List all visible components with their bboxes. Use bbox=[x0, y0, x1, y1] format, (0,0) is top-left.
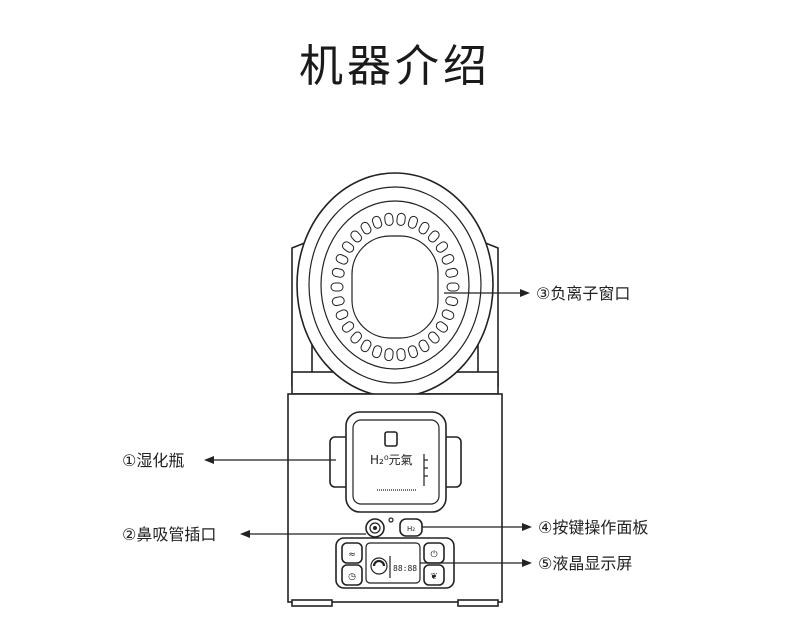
h2-button[interactable]: H₂ bbox=[399, 518, 423, 537]
ion-hole bbox=[441, 254, 455, 265]
ion-hole bbox=[331, 296, 345, 307]
ion-hole bbox=[418, 221, 430, 235]
ion-hole bbox=[446, 282, 460, 292]
ion-hole bbox=[371, 215, 383, 229]
ion-hole bbox=[335, 254, 349, 265]
nasal-tube-port[interactable] bbox=[365, 517, 394, 538]
ion-hole bbox=[330, 282, 344, 292]
page-title: 机器介绍 bbox=[299, 41, 491, 92]
clock-icon: ◷ bbox=[348, 572, 356, 582]
callout-nasal-tube-port: ②鼻吸管插口 bbox=[122, 525, 366, 544]
callout-label: ③负离子窗口 bbox=[536, 284, 630, 303]
mode-button[interactable] bbox=[341, 542, 363, 564]
callout-label: ①湿化瓶 bbox=[122, 451, 184, 470]
callout-humidifier-bottle: ①湿化瓶 bbox=[122, 451, 336, 470]
lcd-digits: 88:88 bbox=[393, 564, 417, 573]
callout-label: ②鼻吸管插口 bbox=[122, 525, 216, 544]
ion-hole bbox=[427, 331, 440, 344]
timer-button[interactable] bbox=[341, 564, 363, 586]
ion-hole bbox=[331, 267, 345, 278]
ion-hole bbox=[360, 221, 372, 235]
ion-hole bbox=[418, 339, 430, 353]
ion-hole bbox=[371, 345, 383, 359]
ion-hole bbox=[445, 267, 459, 278]
ion-hole bbox=[360, 339, 372, 353]
ion-hole-ring bbox=[330, 212, 460, 362]
ion-hole bbox=[384, 348, 394, 362]
ion-hole bbox=[341, 321, 355, 333]
ion-hole bbox=[350, 331, 363, 344]
callout-button-panel: ④按键操作面板 bbox=[422, 518, 648, 537]
callout-ion-window: ③负离子窗口 bbox=[444, 284, 630, 303]
svg-text:H₂: H₂ bbox=[407, 525, 415, 533]
ion-hole bbox=[350, 230, 363, 243]
leaf-button[interactable] bbox=[423, 564, 445, 586]
ion-hole bbox=[441, 309, 455, 320]
ion-hole bbox=[384, 212, 394, 226]
bottle-brand-text: H₂⁰元氣 bbox=[370, 453, 413, 467]
ion-hole bbox=[396, 348, 406, 362]
device-head bbox=[291, 172, 499, 398]
ion-hole bbox=[407, 345, 419, 359]
ion-hole bbox=[341, 241, 355, 253]
ion-hole bbox=[335, 309, 349, 320]
ion-hole bbox=[396, 212, 406, 226]
control-panel: ≈ ◷ ⏻ ❦ bbox=[335, 537, 455, 589]
ion-hole bbox=[435, 241, 449, 253]
ion-hole bbox=[407, 215, 419, 229]
callout-lcd-screen: ⑤液晶显示屏 bbox=[420, 554, 632, 573]
wave-icon: ≈ bbox=[348, 550, 356, 560]
callout-label: ⑤液晶显示屏 bbox=[538, 554, 632, 573]
ion-hole bbox=[445, 296, 459, 307]
ion-hole bbox=[435, 321, 449, 333]
device-body bbox=[287, 393, 503, 607]
leaf-icon: ❦ bbox=[430, 572, 438, 582]
ion-hole bbox=[427, 230, 440, 243]
power-icon: ⏻ bbox=[430, 549, 437, 560]
callout-label: ④按键操作面板 bbox=[538, 518, 648, 537]
